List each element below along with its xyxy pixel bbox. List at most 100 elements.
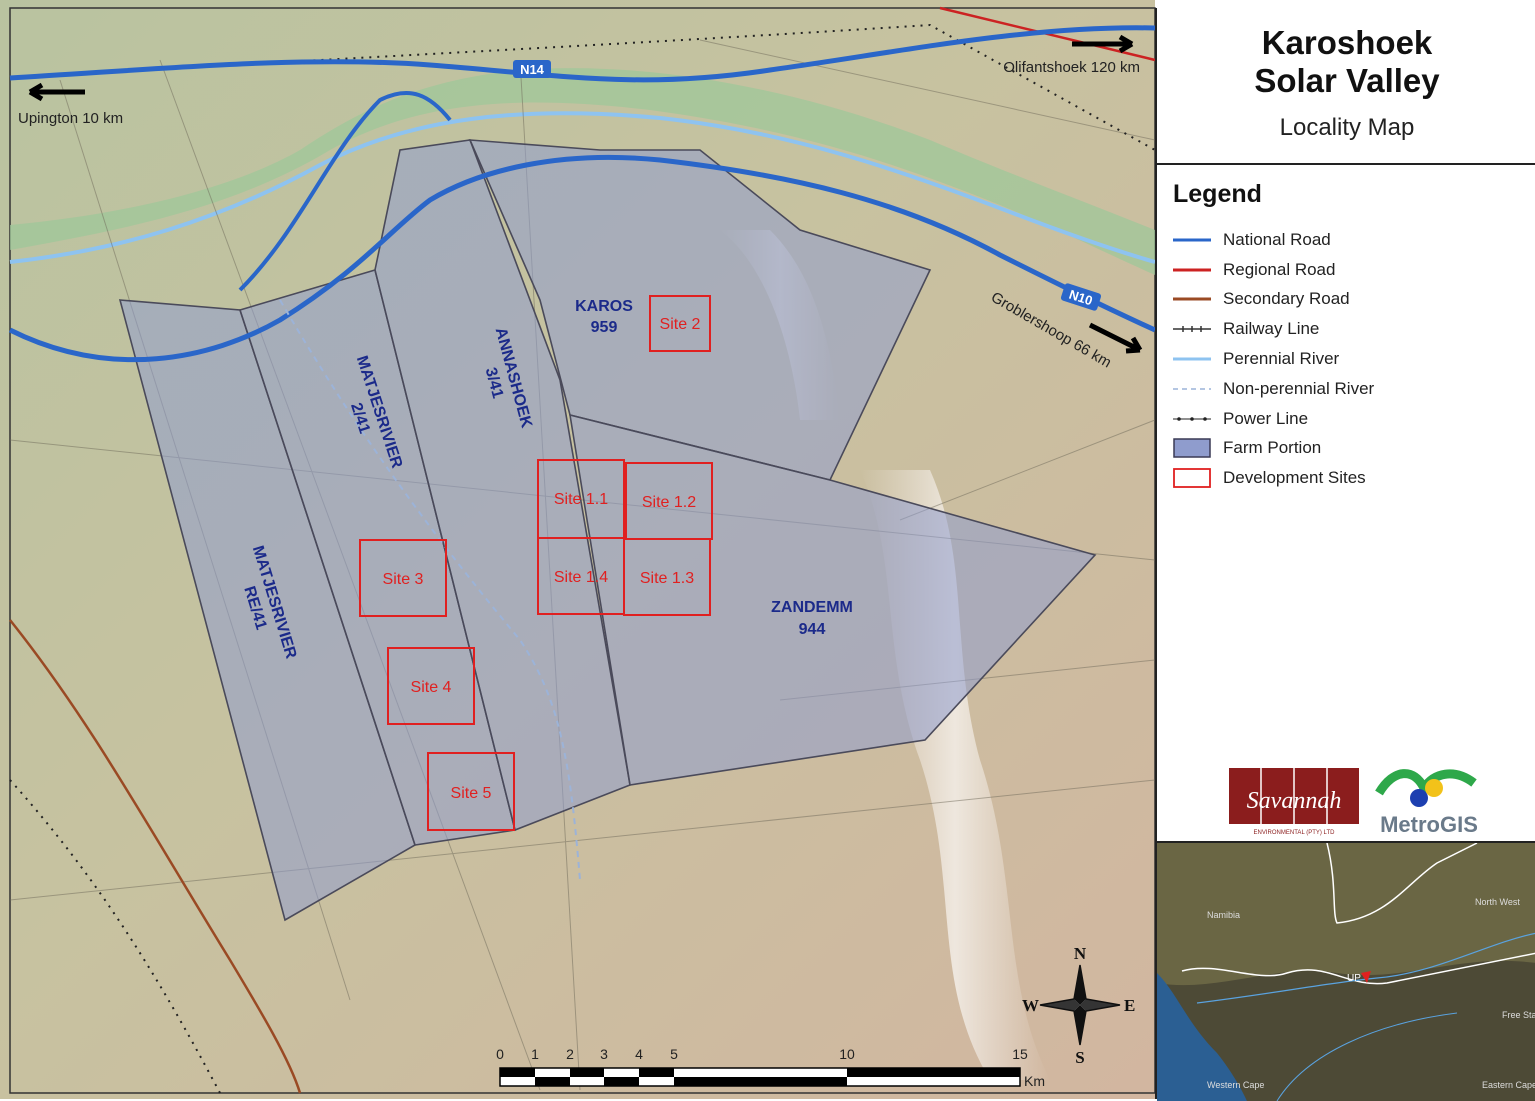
legend-swatch-icon: [1173, 319, 1211, 339]
scale-tick-label: 0: [496, 1046, 504, 1062]
scale-bar-segment: [674, 1077, 847, 1086]
arrow-down-right-icon: [1088, 322, 1143, 354]
logos: Savannah ENVIRONMENTAL (PTY) LTD MetroGI…: [1229, 768, 1478, 837]
farm-karos[interactable]: [468, 139, 932, 481]
farm-number-zandemm: 944: [799, 621, 826, 638]
compass-w: W: [1022, 996, 1039, 1015]
scale-bar: 0 1 2 3 4 5 10 15 Km: [496, 1046, 1045, 1089]
legend-swatch-icon: [1173, 379, 1211, 399]
legend-item: Development Sites: [1173, 463, 1374, 493]
legend-item-label: Perennial River: [1223, 349, 1340, 369]
arrow-left-icon: [28, 82, 85, 102]
compass-s: S: [1075, 1048, 1084, 1067]
metrogis-logo: MetroGIS: [1375, 769, 1478, 837]
legend-swatch-icon: [1173, 230, 1211, 250]
national-road-n10: [8, 154, 1157, 363]
secondary-road: [9, 619, 302, 1094]
compass-star-inner-icon: [1040, 999, 1120, 1011]
legend-heading: Legend: [1173, 180, 1262, 208]
metrogis-logo-text: MetroGIS: [1380, 812, 1478, 837]
legend-item: Railway Line: [1173, 314, 1374, 344]
non-perennial-river: [279, 299, 581, 881]
legend-swatch-icon: [1173, 289, 1211, 309]
farm-zandemm[interactable]: [569, 413, 1097, 786]
national-road-n14: [9, 25, 1156, 83]
legend-item-label: Development Sites: [1223, 468, 1366, 488]
site-5-box[interactable]: [427, 752, 515, 831]
scale-bar-segment: [535, 1077, 570, 1086]
inset-place-label: North West: [1475, 897, 1520, 907]
site-5-label: Site 5: [451, 785, 492, 802]
inset-marker-label: UP: [1347, 973, 1361, 984]
scale-tick-label: 3: [600, 1046, 608, 1062]
road-shield-n14-label: N14: [520, 62, 545, 77]
inset-rivers: [1276, 1012, 1458, 1101]
legend-item: Perennial River: [1173, 344, 1374, 374]
scale-tick-label: 15: [1012, 1046, 1028, 1062]
legend-swatch-icon: [1173, 260, 1211, 280]
road-shield-n14: [513, 60, 551, 78]
road-shield-n10: [1060, 283, 1102, 311]
legend-item: Regional Road: [1173, 255, 1374, 285]
scale-bar-segment: [500, 1068, 535, 1077]
savannah-logo-text: Savannah: [1247, 788, 1342, 814]
legend-swatch-icon: [1173, 349, 1211, 369]
legend-item-label: Secondary Road: [1223, 289, 1350, 309]
title-block: Karoshoek Solar Valley Locality Map: [1157, 8, 1535, 165]
inset-ocean: [1157, 973, 1247, 1101]
scale-tick-label: 10: [839, 1046, 855, 1062]
inset-rivers: [1196, 932, 1535, 1004]
inset-place-label: Free State: [1502, 1010, 1535, 1020]
site-2-box[interactable]: [649, 295, 711, 352]
legend-item: National Road: [1173, 225, 1374, 255]
inset-border: [1326, 843, 1478, 924]
legend-item-label: Railway Line: [1223, 319, 1320, 339]
legend-swatch-icon: [1173, 409, 1211, 429]
legend-item-label: National Road: [1223, 229, 1331, 249]
scale-unit: Km: [1024, 1073, 1045, 1089]
site-1-3-box[interactable]: [623, 538, 711, 616]
site-1-4-label: Site 1.4: [554, 569, 608, 586]
inset-place-label: Western Cape: [1207, 1080, 1264, 1090]
site-labels: Site 2 Site 1.1 Site 1.2 Site 1.4 Site 1…: [383, 316, 701, 802]
side-panel: Karoshoek Solar Valley Locality Map Lege…: [1155, 8, 1535, 1101]
compass-e: E: [1124, 996, 1135, 1015]
scale-tick-label: 1: [531, 1046, 539, 1062]
inset-place-label: Eastern Cape: [1482, 1080, 1535, 1090]
compass-rose: N S E W: [1022, 944, 1135, 1067]
legend-item: Non-perennial River: [1173, 374, 1374, 404]
legend-item-label: Power Line: [1223, 408, 1309, 428]
scale-bar-segment: [639, 1068, 674, 1077]
site-2-label: Site 2: [660, 316, 701, 333]
scale-tick-label: 2: [566, 1046, 574, 1062]
road-shield-n10-label: N10: [1067, 287, 1094, 309]
savannah-logo-subtext: ENVIRONMENTAL (PTY) LTD: [1254, 830, 1336, 836]
site-4-box[interactable]: [387, 647, 475, 725]
inset-border: [1181, 952, 1535, 985]
farm-label-karos: KAROS: [575, 298, 633, 315]
scale-tick-label: 5: [670, 1046, 678, 1062]
scale-bar-segment: [570, 1068, 604, 1077]
compass-n: N: [1074, 944, 1087, 963]
national-road-link: [238, 90, 452, 292]
river-floodplain: [10, 68, 1155, 275]
inset-place-label: Namibia: [1207, 910, 1240, 920]
direction-upington: Upington 10 km: [18, 110, 123, 127]
site-4-label: Site 4: [411, 679, 452, 696]
perennial-river: [9, 111, 1156, 264]
direction-olifantshoek: Olifantshoek 120 km: [1003, 59, 1140, 76]
site-3-box[interactable]: [359, 539, 447, 617]
scale-tick-label: 4: [635, 1046, 643, 1062]
legend-item-label: Regional Road: [1223, 259, 1336, 279]
metrogis-swoosh-icon: [1375, 769, 1477, 797]
inset-satellite-map[interactable]: UP Namibia North West Free State Western…: [1157, 841, 1535, 1101]
legend-swatch-icon: [1173, 438, 1211, 459]
map-title-line2: Solar Valley: [1254, 62, 1440, 99]
scale-bar-segment: [847, 1068, 1020, 1077]
farm-portions: [118, 139, 1097, 922]
legend-item: Secondary Road: [1173, 285, 1374, 315]
inset-location-marker-icon: [1361, 971, 1371, 983]
map-subtitle: Locality Map: [1279, 114, 1415, 141]
